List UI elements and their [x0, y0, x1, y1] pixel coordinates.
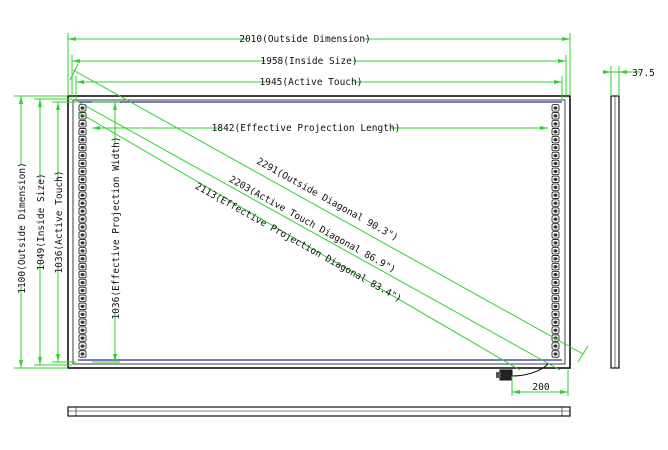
inside-height-label: 1049(Inside Size): [36, 173, 47, 270]
sensor-dot: [553, 249, 558, 253]
sensor-dot: [553, 304, 558, 309]
sensor-dot: [80, 161, 85, 166]
sensor-dot: [80, 273, 85, 277]
dim-active-height: 1036(Active Touch): [52, 101, 76, 363]
sensor-dot: [80, 185, 85, 189]
sensor-dot: [80, 352, 85, 356]
sensor-dot: [553, 312, 558, 316]
sensor-dot: [80, 169, 85, 174]
board-side-view: 37.5: [603, 66, 655, 369]
board-bottom-view: [67, 406, 571, 417]
sensor-dot: [553, 209, 558, 213]
sensor-dot: [80, 146, 85, 150]
projection-length-label: 1842(Effective Projection Length): [212, 123, 401, 134]
sensor-dot: [553, 114, 558, 118]
sensor-dot: [553, 280, 558, 285]
dim-inside-width: 1958(Inside Size): [71, 54, 567, 98]
sensor-dot: [80, 106, 85, 110]
sensor-dot: [553, 185, 558, 189]
dim-inside-height: 1049(Inside Size): [34, 98, 72, 366]
sensor-dot: [80, 217, 85, 221]
outside-height-label: 1100(Outside Dimension): [17, 162, 28, 294]
dim-active-diagonal: 2203(Active Touch Diagonal 86.9"): [74, 99, 561, 371]
sensor-dot: [553, 352, 558, 356]
projection-diagonal-label: 2113(Effective Projection Diagonal 83.4"…: [193, 181, 403, 305]
sensor-dot: [553, 217, 558, 221]
projection-width-label: 1036(Effective Projection Width): [111, 136, 122, 319]
sensor-dot: [553, 169, 558, 174]
sensor-dot: [80, 280, 85, 285]
sensor-dot: [80, 209, 85, 213]
sensor-dot: [553, 273, 558, 277]
sensor-dot: [553, 225, 558, 229]
sensor-dot: [553, 241, 558, 245]
dim-active-width: 1945(Active Touch): [75, 75, 563, 100]
sensor-dot: [553, 153, 558, 158]
sensor-dot: [80, 296, 85, 301]
sensor-strip-icon: [551, 104, 560, 358]
sensor-dot: [80, 201, 85, 205]
sensor-dot: [80, 225, 85, 229]
sensor-dot: [80, 257, 85, 261]
dim-cable-length: 200: [511, 370, 569, 396]
sensor-dot: [80, 153, 85, 158]
sensor-dot: [80, 233, 85, 237]
sensor-dot: [80, 304, 85, 309]
active-height-label: 1036(Active Touch): [54, 171, 65, 274]
inside-width-label: 1958(Inside Size): [260, 56, 357, 67]
sensor-dot: [553, 328, 558, 332]
sensor-dot: [553, 296, 558, 301]
sensor-dot: [553, 193, 558, 197]
usb-connector-icon: [496, 363, 549, 381]
dim-projection-length: 1842(Effective Projection Length): [92, 121, 548, 134]
active-width-label: 1945(Active Touch): [260, 77, 363, 88]
outside-width-label: 2010(Outside Dimension): [239, 34, 371, 45]
cable-length-label: 200: [532, 382, 549, 393]
sensor-dot: [80, 288, 85, 293]
sensor-dot: [80, 241, 85, 245]
sensor-strip-icon: [78, 104, 87, 358]
board-front-view: [67, 95, 571, 369]
sensor-dot: [553, 344, 558, 348]
sensor-dot: [553, 138, 558, 142]
sensor-dot: [80, 138, 85, 142]
sensor-dot: [553, 130, 558, 134]
sensor-dot: [553, 265, 558, 269]
sensor-dot: [80, 249, 85, 253]
sensor-dot: [553, 320, 558, 324]
sensor-dot: [80, 193, 85, 197]
sensor-dot: [80, 336, 85, 340]
sensor-dot: [80, 265, 85, 269]
sensor-dot: [80, 320, 85, 324]
sensor-dot: [553, 122, 558, 126]
sensor-dot: [80, 122, 85, 126]
sensor-dot: [553, 177, 558, 182]
sensor-dot: [553, 106, 558, 110]
dim-outside-diagonal: 2291(Outside Diagonal 90.3"): [69, 63, 589, 363]
sensor-dot: [553, 201, 558, 205]
sensor-dot: [80, 328, 85, 332]
dim-outside-height: 1100(Outside Dimension): [14, 95, 68, 369]
sensor-dot: [553, 161, 558, 166]
dim-outside-width: 2010(Outside Dimension): [67, 32, 571, 96]
dim-projection-diagonal: 2113(Effective Projection Diagonal 83.4"…: [77, 111, 521, 371]
depth-label: 37.5: [632, 68, 655, 79]
sensor-dot: [80, 312, 85, 316]
dim-projection-width: 1036(Effective Projection Width): [92, 101, 122, 363]
sensor-dot: [80, 130, 85, 134]
sensor-dot: [80, 177, 85, 182]
sensor-dot: [80, 344, 85, 348]
sensor-dot: [553, 288, 558, 293]
sensor-dot: [553, 146, 558, 150]
sensor-dot: [553, 233, 558, 237]
sensor-dot: [553, 257, 558, 261]
